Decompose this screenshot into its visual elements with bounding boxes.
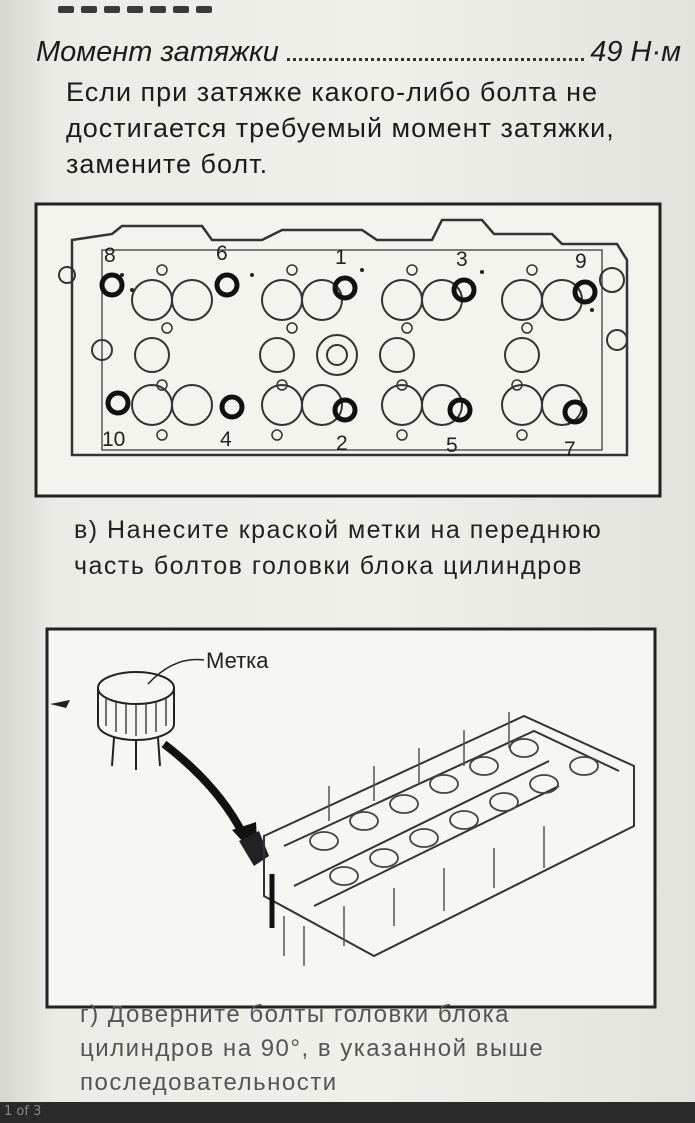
bolt-number: 10 xyxy=(102,428,125,451)
bolt-number: 4 xyxy=(220,428,232,451)
cropped-previous-line xyxy=(58,0,248,13)
page-indicator: 1 of 3 xyxy=(4,1104,42,1119)
step-g-instruction: г) Доверните болты головки блока цилиндр… xyxy=(80,1001,545,1096)
step-v-instruction: в) Нанесите краской метки на переднюю ча… xyxy=(74,516,603,580)
bolt-number: 7 xyxy=(564,438,576,461)
leader-dots xyxy=(286,58,585,61)
bolt-sequence-diagram: 8 6 1 3 9 10 4 2 5 7 xyxy=(34,202,662,498)
bolt-number: 8 xyxy=(104,244,116,267)
bolt-number: 6 xyxy=(216,242,228,265)
bolt-number: 9 xyxy=(575,250,587,273)
viewer-status-bar: 1 of 3 xyxy=(0,1102,695,1123)
torque-spec-label: Момент затяжки xyxy=(36,36,279,68)
bolt-number: 2 xyxy=(336,432,348,455)
bolt-number: 5 xyxy=(446,434,458,457)
bolt-number: 3 xyxy=(456,248,468,271)
mark-callout-label: Метка xyxy=(206,648,269,673)
torque-spec-row: Момент затяжки 49 Н·м xyxy=(36,36,681,76)
torque-spec-value: 49 Н·м xyxy=(590,36,681,68)
paint-mark-illustration: Метка xyxy=(45,627,657,1009)
bolt-number: 1 xyxy=(335,246,347,269)
bolt-replace-note: Если при затяжке какого-либо болта не до… xyxy=(66,77,615,179)
